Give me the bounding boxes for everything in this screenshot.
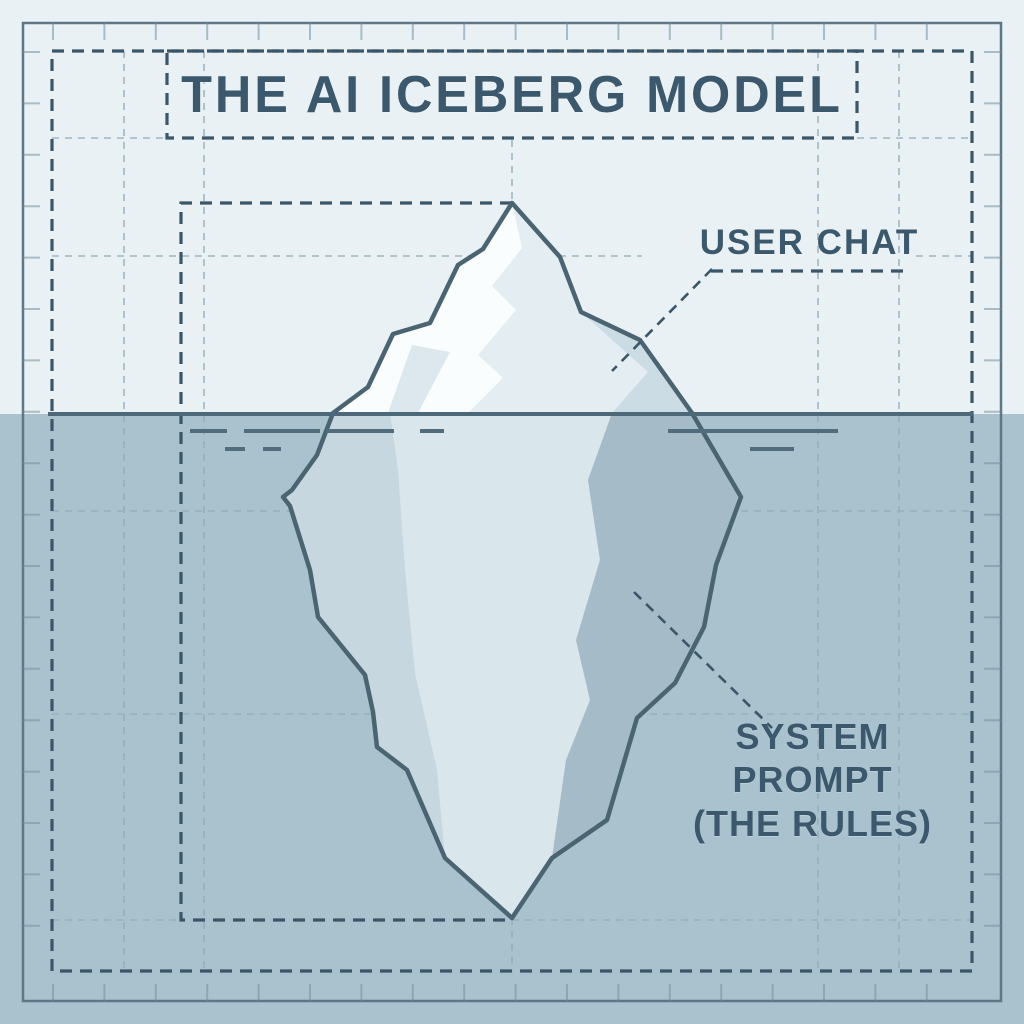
iceberg-measurement-lines — [179, 201, 512, 922]
system-prompt-leader-line — [633, 591, 773, 729]
iceberg-outline — [280, 200, 744, 921]
system-prompt-label-line1: SYSTEM PROMPT — [732, 716, 893, 801]
outer-frame — [21, 21, 1003, 1003]
diagram-title: THE AI ICEBERG MODEL — [181, 65, 843, 124]
iceberg-underwater-facet-dark — [552, 413, 741, 858]
user-chat-label: USER CHAT — [699, 223, 920, 262]
title-box-border — [165, 49, 859, 140]
iceberg-above-facet-wedge — [388, 345, 450, 413]
system-prompt-label-line2: (THE RULES) — [693, 802, 932, 844]
system-prompt-label: SYSTEM PROMPT (THE RULES) — [650, 716, 975, 843]
user-chat-leader-line — [611, 268, 713, 372]
water-ripples — [190, 429, 838, 451]
iceberg-above-facet-right — [581, 312, 692, 413]
iceberg-underwater-facet-light — [390, 413, 612, 918]
iceberg — [280, 200, 744, 921]
